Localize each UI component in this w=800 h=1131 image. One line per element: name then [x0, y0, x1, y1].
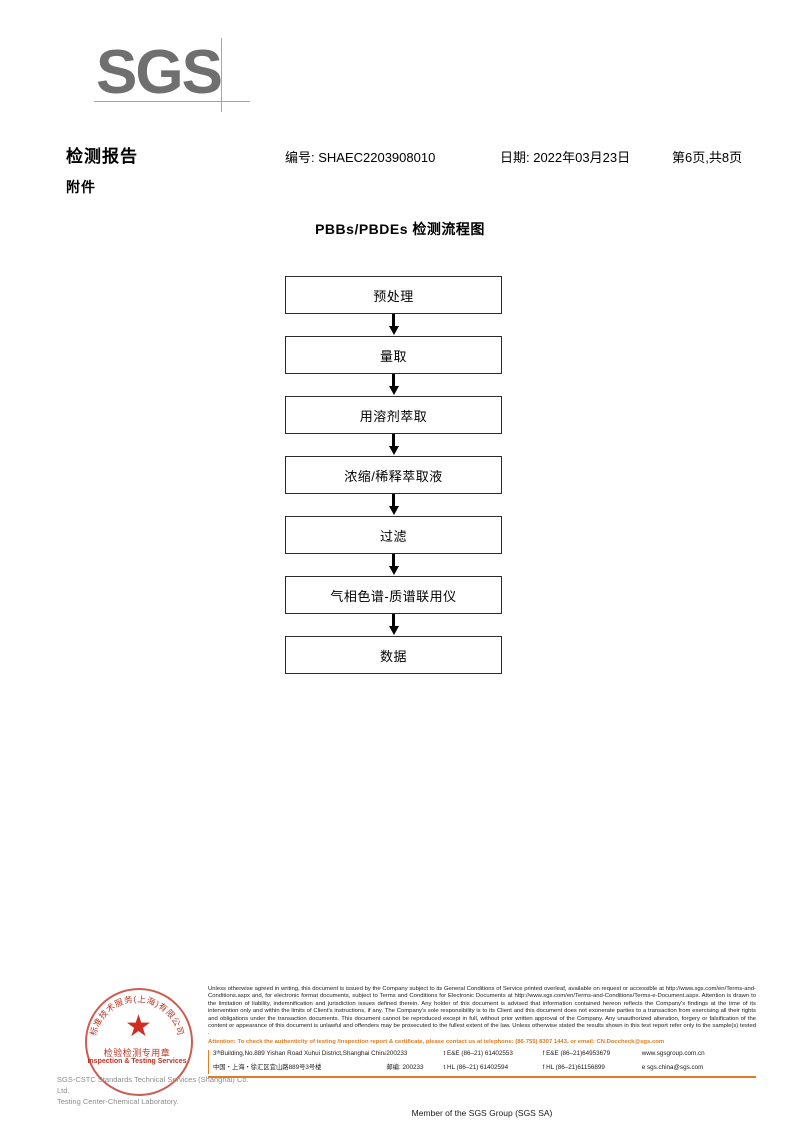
flow-arrow-down-icon [285, 554, 502, 576]
address-street: 3ᵗʰBuilding,No.889 Yishan Road Xuhui Dis… [213, 1050, 387, 1058]
flowchart: 预处理 量取 用溶剂萃取 浓缩/稀释萃取液 过滤 气相色谱-质谱联用仪 数据 [285, 276, 504, 674]
flow-step-box: 预处理 [285, 276, 502, 314]
logo-wordmark: SGS [96, 38, 223, 107]
report-date: 日期: 2022年03月23日 [500, 150, 631, 165]
flow-arrow-down-icon [285, 314, 502, 336]
logo-horizontal-rule [94, 101, 250, 102]
seal-arc-text: 标准技术服务(上海)有限公司 [88, 994, 186, 1037]
address-row: 中国・上海・徐汇区宜山路889号3号楼 邮编: 200233 t HL (86–… [213, 1062, 756, 1074]
address-tel-hl: t HL (86–21) 61402594 [443, 1064, 509, 1072]
document-header: 检测报告 附件 编号: SHAEC2203908010 日期: 2022年03月… [66, 142, 756, 202]
member-of-group-text: Member of the SGS Group (SGS SA) [411, 1108, 553, 1118]
seal-en-label: Inspection & Testing Services [87, 1058, 187, 1065]
attachment-label: 附件 [66, 179, 96, 195]
seal-ring [85, 988, 193, 1096]
footer-divider [208, 1076, 756, 1079]
flow-step-box: 数据 [285, 636, 502, 674]
flow-step-box: 过滤 [285, 516, 502, 554]
flow-step-box: 气相色谱-质谱联用仪 [285, 576, 502, 614]
address-tel: t E&E (86–21) 61402553 [443, 1050, 513, 1058]
address-zip: 200233 [386, 1050, 408, 1058]
flow-arrow-down-icon [285, 614, 502, 636]
page-indicator: 第6页,共8页 [672, 150, 743, 165]
address-row: 3ᵗʰBuilding,No.889 Yishan Road Xuhui Dis… [213, 1050, 756, 1062]
address-zip-cn: 邮编: 200233 [386, 1064, 424, 1072]
seal-company-text: SGS-CSTC Standards Technical Services (S… [57, 1074, 257, 1107]
flow-arrow-down-icon [285, 374, 502, 396]
address-email: e sgs.china@sgs.com [641, 1064, 704, 1072]
official-seal: 标准技术服务(上海)有限公司 ★ 检验检测专用章 Inspection & Te… [57, 988, 249, 1106]
seal-company-line1: SGS-CSTC Standards Technical Services (S… [57, 1075, 249, 1095]
address-block: 3ᵗʰBuilding,No.889 Yishan Road Xuhui Dis… [208, 1050, 756, 1075]
flow-step-box: 用溶剂萃取 [285, 396, 502, 434]
legal-disclaimer: Unless otherwise agreed in writing, this… [208, 986, 756, 1037]
attention-notice: Attention: To check the authenticity of … [208, 1038, 665, 1045]
flowchart-title: PBBs/PBDEs 检测流程图 [315, 221, 485, 237]
report-number: 编号: SHAEC2203908010 [285, 150, 436, 165]
star-icon: ★ [125, 1010, 152, 1043]
page-title: 检测报告 [66, 147, 138, 166]
seal-company-line2: Testing Center-Chemical Laboratory. [57, 1097, 179, 1106]
seal-cn-label: 检验检测专用章 [103, 1048, 171, 1058]
address-fax: f E&E (86–21)64953679 [542, 1050, 611, 1058]
flow-step-box: 浓缩/稀释萃取液 [285, 456, 502, 494]
address-fax-hl: f HL (86–21)61156899 [542, 1064, 605, 1072]
flow-step-box: 量取 [285, 336, 502, 374]
flow-arrow-down-icon [285, 494, 502, 516]
address-street-cn: 中国・上海・徐汇区宜山路889号3号楼 [213, 1064, 322, 1072]
flow-arrow-down-icon [285, 434, 502, 456]
footer: Unless otherwise agreed in writing, this… [208, 986, 756, 1079]
sgs-logo: SGS [94, 38, 250, 118]
address-website: www.sgsgroup.com.cn [641, 1050, 705, 1058]
logo-vertical-rule [221, 38, 222, 112]
